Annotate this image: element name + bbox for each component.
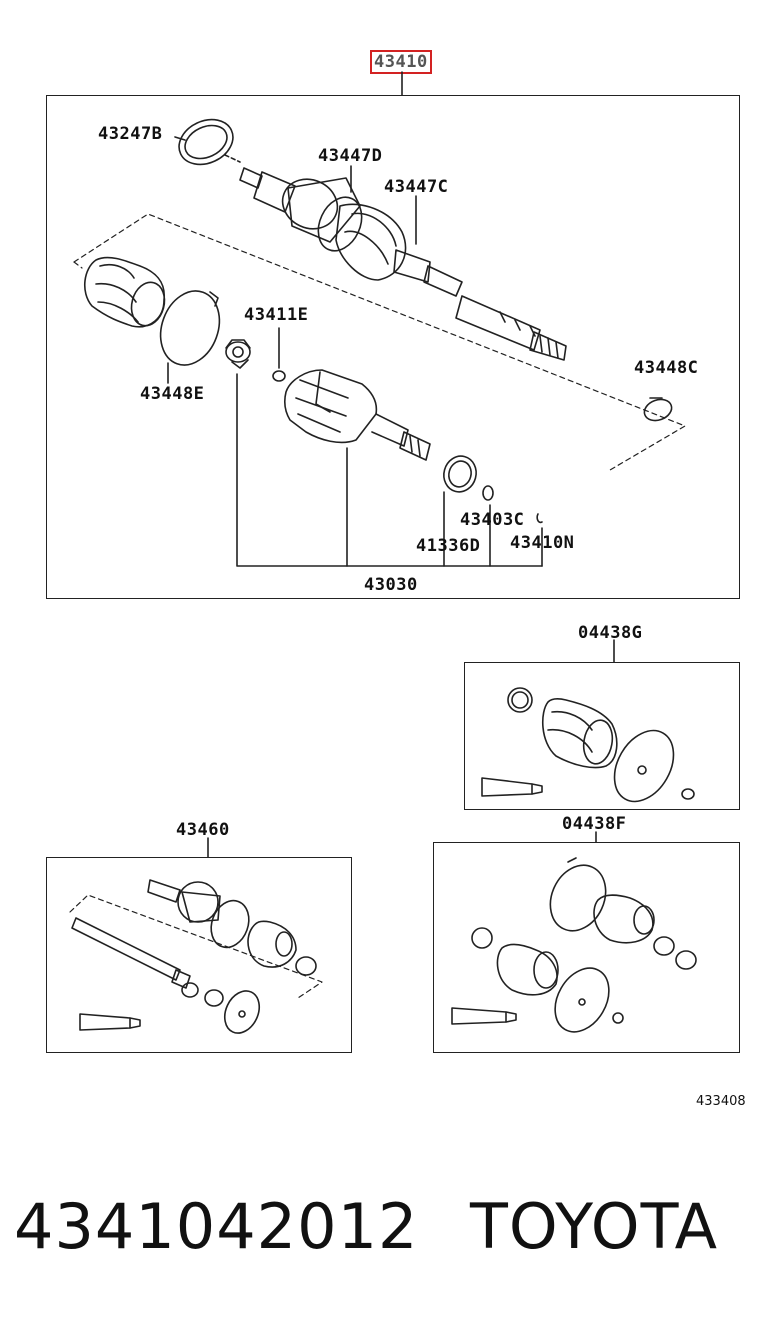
dust-seal-41336d[interactable] xyxy=(440,452,480,495)
main-part-number[interactable]: 43410 xyxy=(370,50,432,74)
boot-kit-f-frame xyxy=(433,842,740,1053)
inner-joint-housing[interactable] xyxy=(284,369,431,461)
callout-inner-joint[interactable]: 43030 xyxy=(364,575,418,595)
callout-snap-ring-c[interactable]: 43403C xyxy=(460,510,525,530)
kit-f-label[interactable]: 04438F xyxy=(562,814,627,834)
outer-joint-frame xyxy=(46,857,352,1053)
callout-inner-boot-clamp[interactable]: 43448E xyxy=(140,384,205,404)
snap-ring-43411e[interactable] xyxy=(272,370,286,382)
tripod-spider[interactable] xyxy=(225,339,251,369)
footer-part-number: 4341042012 xyxy=(14,1190,419,1263)
outer-joint-label[interactable]: 43460 xyxy=(176,820,230,840)
snap-ring-43410n[interactable] xyxy=(536,513,543,524)
outer-joint-kit-parts[interactable] xyxy=(71,879,317,1039)
callout-dust-seal[interactable]: 41336D xyxy=(416,536,481,556)
ring-43247b[interactable] xyxy=(172,111,241,173)
clamp-43448e[interactable] xyxy=(151,283,230,374)
diagram-reference: 433408 xyxy=(696,1094,746,1109)
callout-outer-boot[interactable]: 43447D xyxy=(318,146,383,166)
kit-g-label[interactable]: 04438G xyxy=(578,623,643,643)
callout-small-clamp[interactable]: 43448C xyxy=(634,358,699,378)
small-clamp-43448c[interactable] xyxy=(641,396,674,424)
footer-brand: TOYOTA xyxy=(470,1190,719,1263)
kit-g-parts[interactable] xyxy=(481,687,695,812)
callout-ring[interactable]: 43247B xyxy=(98,124,163,144)
outer-cv-joint-shaft[interactable] xyxy=(239,167,567,361)
callout-snap-ring[interactable]: 43411E xyxy=(244,305,309,325)
inner-boot[interactable] xyxy=(84,256,169,330)
main-assembly-frame xyxy=(46,95,740,599)
kit-f-parts[interactable] xyxy=(451,856,697,1041)
snap-ring-43403c[interactable] xyxy=(482,485,494,501)
callout-snap-ring-n[interactable]: 43410N xyxy=(510,533,575,553)
boot-kit-g-frame xyxy=(464,662,740,810)
callout-outer-boot-clamp[interactable]: 43447C xyxy=(384,177,449,197)
